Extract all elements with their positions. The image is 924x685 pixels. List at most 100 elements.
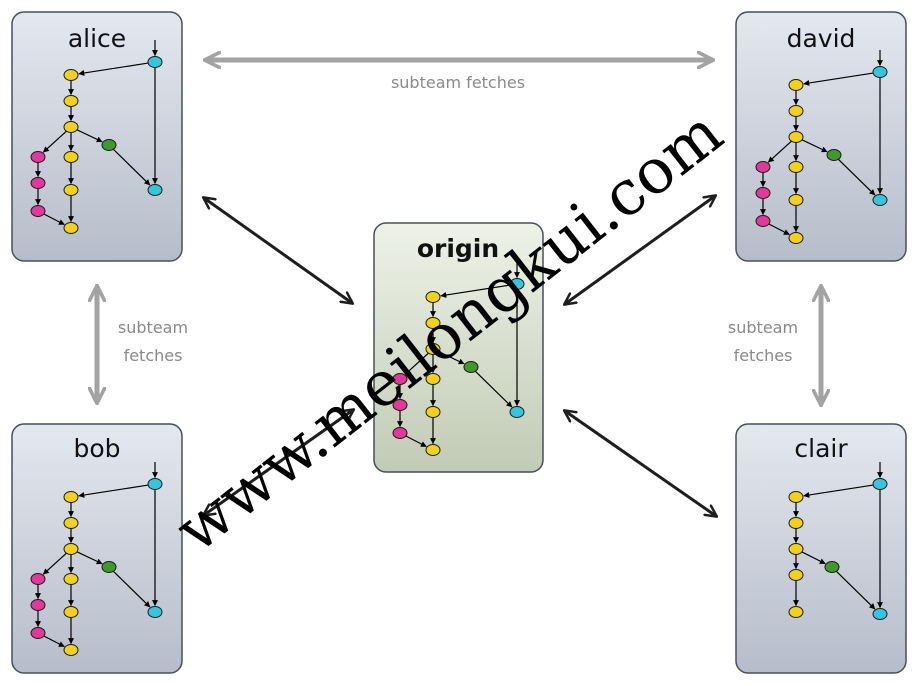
commit-node-cyan [509,406,525,418]
commit-node-pink [755,161,771,173]
commit-node-yellow [63,573,79,585]
commit-edge [803,72,874,86]
sync-arrow-david-origin [565,196,715,304]
commit-edge [438,351,465,365]
commit-node-yellow [63,222,79,234]
commit-node-yellow [63,151,79,163]
commit-node-yellow [425,444,441,456]
commit-edge [76,129,103,143]
commit-node-pink [30,627,46,639]
commit-edge [78,484,149,498]
repo-name-origin: origin [417,234,499,263]
fetch-label-right-line2: fetches [734,346,793,365]
commit-node-cyan [147,184,163,196]
sync-arrow-alice-origin [204,198,352,303]
commit-node-pink [392,427,408,439]
commit-node-yellow [425,343,441,355]
commit-node-yellow [788,105,804,117]
commit-node-pink [30,599,46,611]
commit-node-yellow [63,69,79,81]
repo-name-david: david [787,24,856,53]
commit-node-pink [392,399,408,411]
commit-node-yellow [63,184,79,196]
commit-edge [404,352,429,375]
commit-node-yellow [425,317,441,329]
commit-edge [78,62,149,76]
commit-node-cyan [872,66,888,78]
commit-node-yellow [63,644,79,656]
commit-node-pink [30,205,46,217]
commit-node-yellow [788,491,804,503]
commit-edge [803,484,874,498]
commit-node-pink [392,373,408,385]
commit-node-yellow [425,373,441,385]
repo-name-clair: clair [794,434,848,463]
commit-node-cyan [872,478,888,490]
watermark-text: www.meilongkui.com [162,96,736,567]
repo-name-bob: bob [73,434,120,463]
commit-edge [76,551,103,565]
commit-node-green [101,561,117,573]
commit-edge [112,570,151,608]
commit-node-yellow [63,543,79,555]
commit-node-yellow [788,161,804,173]
repo-name-alice: alice [68,24,126,53]
commit-edge [837,158,876,196]
fetch-label-left-line2: fetches [124,346,183,365]
commit-node-cyan [147,56,163,68]
fetch-label-left-line1: subteam [118,318,188,337]
commit-node-yellow [788,543,804,555]
commit-graph-david [755,50,888,244]
commit-node-cyan [147,606,163,618]
commit-node-pink [30,177,46,189]
commit-node-yellow [788,517,804,529]
commit-edge [767,140,792,163]
commit-edge [43,213,65,226]
commit-node-yellow [425,406,441,418]
commit-node-yellow [63,491,79,503]
commit-node-yellow [788,606,804,618]
commit-node-cyan [509,278,525,290]
commit-node-green [824,561,840,573]
commit-node-yellow [63,606,79,618]
commit-edge [835,570,876,610]
commit-graph-bob [30,462,163,656]
commit-node-yellow [63,517,79,529]
repo-box-origin: origin [373,222,544,473]
fetch-label-top: subteam fetches [391,73,525,92]
commit-node-cyan [872,194,888,206]
commit-node-pink [755,215,771,227]
commit-node-green [101,139,117,151]
commit-node-yellow [788,131,804,143]
commit-node-cyan [872,608,888,620]
commit-graph-alice [30,40,163,234]
commit-edge [42,130,67,153]
commit-edge [474,370,513,408]
commit-node-pink [755,187,771,199]
commit-node-green [463,361,479,373]
commit-node-pink [30,573,46,585]
fetch-label-right-line1: subteam [728,318,798,337]
commit-node-yellow [788,232,804,244]
commit-edge [42,552,67,575]
sync-arrow-bob-origin [204,410,353,515]
commit-node-yellow [63,95,79,107]
commit-node-yellow [788,569,804,581]
commit-node-cyan [147,478,163,490]
commit-edge [801,551,826,565]
commit-edge [801,139,828,153]
commit-edge [440,284,511,298]
repo-box-alice: alice [11,11,183,262]
commit-edge [43,635,65,648]
commit-graph-clair [788,462,888,620]
commit-node-yellow [788,79,804,91]
commit-edge [405,435,427,448]
commit-node-yellow [425,291,441,303]
commit-node-green [826,149,842,161]
commit-node-pink [30,151,46,163]
commit-graph-origin [392,262,525,456]
commit-edge [112,148,151,186]
commit-edge [768,223,790,236]
